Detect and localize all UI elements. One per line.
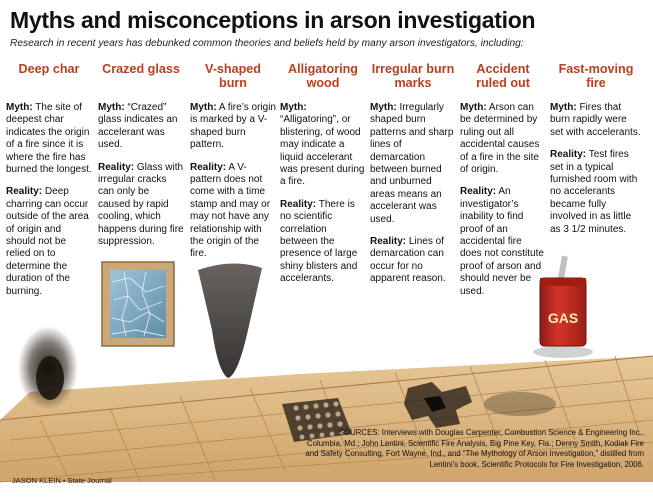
- myth-text: Myth: A fire’s origin is marked by a V-s…: [190, 102, 276, 151]
- reality-label: Reality:: [460, 186, 497, 198]
- myth-text: Myth: Fires that burn rapidly were set w…: [550, 102, 641, 138]
- deep-char-core: [36, 356, 64, 400]
- column-accident-ruled-out: Accident ruled out Myth: Arson can be de…: [460, 62, 546, 308]
- page-subtitle: Research in recent years has debunked co…: [10, 38, 524, 49]
- reality-text: Reality: Test fires set in a typical fur…: [550, 149, 638, 235]
- alligatoring-wood-patch: [282, 398, 352, 442]
- myth-text: Myth: “Crazed” glass indicates an accele…: [98, 102, 178, 151]
- myth-label: Myth:: [460, 102, 487, 113]
- scorch-mark: [484, 392, 556, 416]
- gas-can-label: GAS: [548, 310, 578, 326]
- myth-text: Myth: “Alligatoring”, or blistering, of …: [280, 102, 365, 188]
- reality-text: Reality: A V-pattern does not come with …: [190, 161, 271, 260]
- column-deep-char: Deep char Myth: The site of deepest char…: [6, 62, 92, 308]
- myth-text: Myth: The site of deepest char indicates…: [6, 102, 92, 176]
- reality-text: Reality: Deep charring can occur outside…: [6, 186, 89, 297]
- column-irregular-burn-marks: Irregular burn marks Myth: Irregularly s…: [370, 62, 456, 296]
- sources-note: SOURCES: Interviews with Douglas Carpent…: [305, 428, 644, 469]
- reality-text: Reality: Lines of demarcation can occur …: [370, 236, 446, 285]
- reality-label: Reality:: [6, 186, 43, 198]
- column-alligatoring-wood: Alligatoring wood Myth: “Alligatoring”, …: [280, 62, 366, 296]
- column-crazed-glass: Crazed glass Myth: “Crazed” glass indica…: [98, 62, 184, 258]
- gas-can: [533, 255, 593, 358]
- v-shaped-burn: [198, 263, 262, 378]
- myth-label: Myth:: [190, 102, 217, 113]
- reality-text: Reality: An investigator’s inability to …: [460, 186, 544, 297]
- reality-label: Reality:: [98, 161, 135, 173]
- myth-label: Myth:: [6, 102, 33, 113]
- column-heading: Accident ruled out: [476, 62, 530, 90]
- myth-text: Myth: Arson can be determined by ruling …: [460, 102, 540, 176]
- crazed-glass-window: [101, 261, 175, 347]
- reality-label: Reality:: [280, 198, 317, 210]
- myth-label: Myth:: [280, 102, 307, 113]
- reality-label: Reality:: [550, 149, 587, 161]
- reality-text: Reality: There is no scientific correlat…: [280, 198, 358, 285]
- column-heading: Crazed glass: [102, 62, 180, 76]
- myth-label: Myth:: [370, 102, 397, 113]
- myth-label: Myth:: [98, 102, 125, 113]
- column-heading: Fast-moving fire: [558, 62, 634, 90]
- myth-text: Myth: Irregularly shaped burn patterns a…: [370, 102, 454, 225]
- page-title: Myths and misconceptions in arson invest…: [10, 7, 536, 33]
- column-heading: Deep char: [18, 62, 80, 76]
- column-fast-moving-fire: Fast-moving fire Myth: Fires that burn r…: [550, 62, 642, 246]
- reality-label: Reality:: [190, 161, 227, 173]
- artist-credit: JASON KLEIN • State Journal: [12, 476, 112, 485]
- reality-label: Reality:: [370, 236, 407, 248]
- myth-label: Myth:: [550, 102, 577, 113]
- column-heading: V-shaped burn: [205, 62, 261, 90]
- reality-text: Reality: Glass with irregular cracks can…: [98, 161, 184, 248]
- column-heading: Alligatoring wood: [288, 62, 358, 90]
- column-heading: Irregular burn marks: [371, 62, 455, 90]
- column-v-shaped-burn: V-shaped burn Myth: A fire’s origin is m…: [190, 62, 276, 271]
- irregular-burn-marks: [404, 382, 472, 428]
